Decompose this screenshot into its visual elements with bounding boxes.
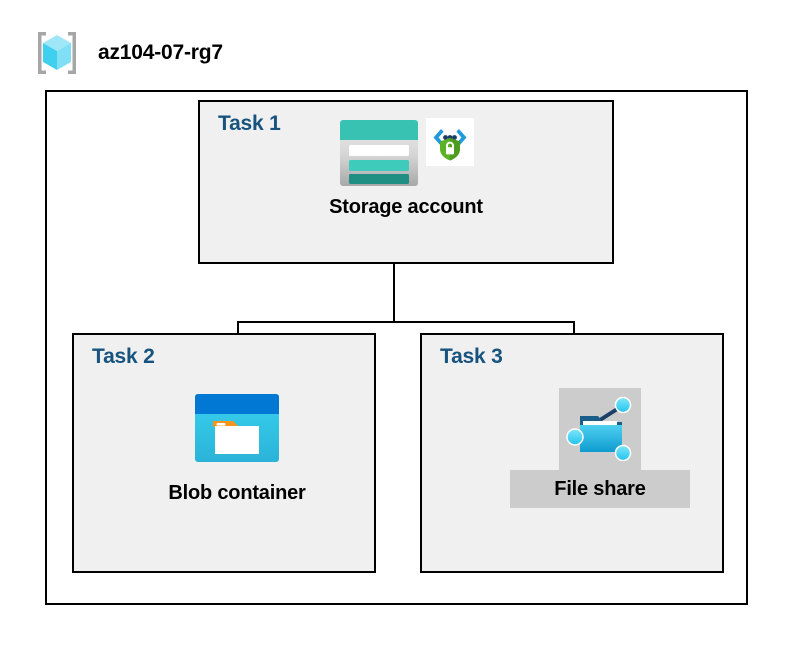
node-storage-account[interactable]: Storage account <box>300 118 512 219</box>
blob-container-icon <box>193 392 281 464</box>
storage-icon-row <box>338 118 474 188</box>
connector-horizontal-bus <box>237 321 575 323</box>
resource-group-title: az104-07-rg7 <box>98 41 223 64</box>
file-share-caption: File share <box>554 477 646 500</box>
file-share-icon-highlight <box>559 388 641 470</box>
secure-encryption-badge-icon <box>426 118 474 166</box>
file-share-icon <box>564 394 636 464</box>
task-3-label: Task 3 <box>440 345 503 368</box>
storage-account-icon <box>338 118 420 188</box>
blob-container-caption: Blob container <box>168 482 306 504</box>
task-1-label: Task 1 <box>218 112 281 135</box>
node-file-share[interactable]: File share <box>510 388 690 508</box>
node-blob-container[interactable]: Blob container <box>152 392 322 505</box>
task-2-label: Task 2 <box>92 345 155 368</box>
file-share-caption-highlight: File share <box>510 470 690 508</box>
connector-storage-stem <box>393 210 395 323</box>
storage-account-caption: Storage account <box>329 196 483 218</box>
resource-group-icon <box>30 26 84 80</box>
resource-group-header: az104-07-rg7 <box>30 26 223 80</box>
task-box-3: Task 3 <box>420 333 724 573</box>
